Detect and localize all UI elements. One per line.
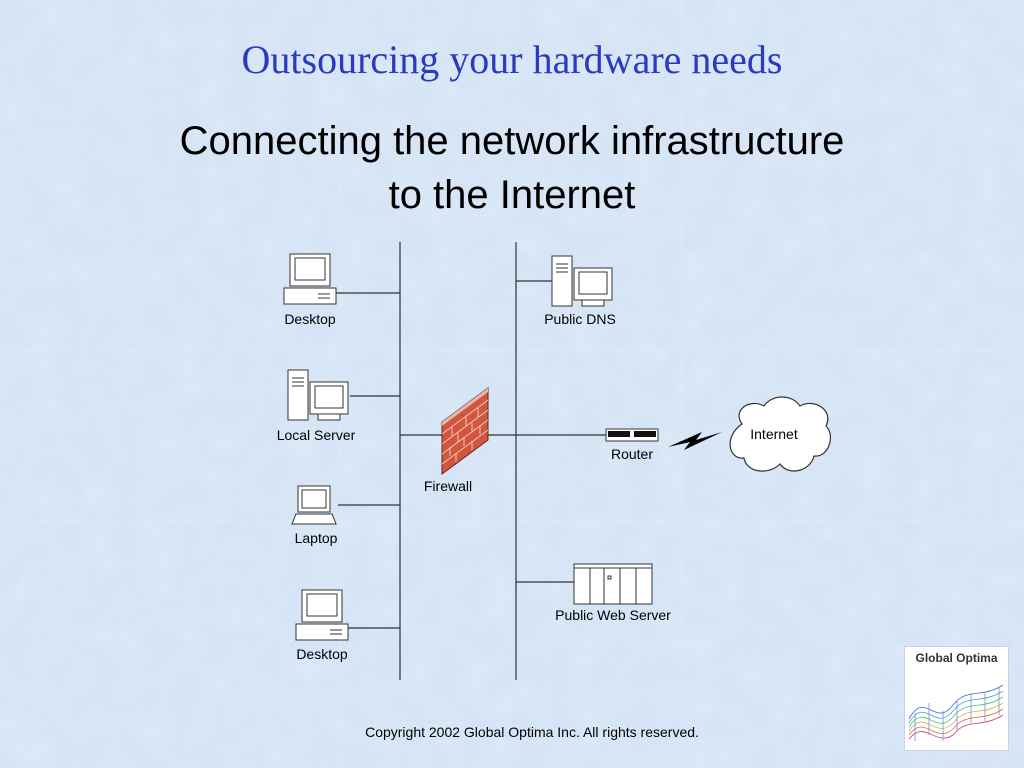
label-public-web-server: Public Web Server (555, 607, 671, 623)
label-public-dns: Public DNS (544, 311, 616, 327)
router-icon (605, 428, 659, 442)
network-links (336, 242, 606, 680)
label-laptop: Laptop (294, 530, 338, 546)
logo-text: Global Optima (915, 651, 998, 665)
label-desktop-bottom: Desktop (296, 646, 348, 662)
internet-cloud-icon (729, 396, 831, 472)
label-firewall: Firewall (423, 478, 473, 494)
label-local-server: Local Server (276, 427, 356, 443)
label-router: Router (610, 446, 654, 462)
subtitle-line-1: Connecting the network infrastructure (179, 119, 845, 163)
label-desktop-top: Desktop (284, 311, 336, 327)
server-icon (287, 369, 349, 421)
desktop-icon (283, 253, 337, 305)
firewall-icon (441, 387, 489, 475)
subtitle-line-2: to the Internet (388, 173, 636, 217)
dns-server-icon (551, 255, 613, 307)
global-optima-logo: Global Optima (904, 646, 1009, 751)
web-server-rack-icon (573, 563, 653, 605)
slide-subtitle: Connecting the network infrastructure to… (0, 114, 1024, 222)
desktop-icon (295, 589, 349, 641)
slide-title: Outsourcing your hardware needs (241, 37, 783, 82)
label-internet: Internet (750, 426, 798, 442)
copyright-footer: Copyright 2002 Global Optima Inc. All ri… (365, 724, 699, 740)
laptop-icon (291, 485, 337, 525)
wan-link-icon (668, 432, 722, 450)
surface-plot-logo-icon (908, 684, 1004, 741)
